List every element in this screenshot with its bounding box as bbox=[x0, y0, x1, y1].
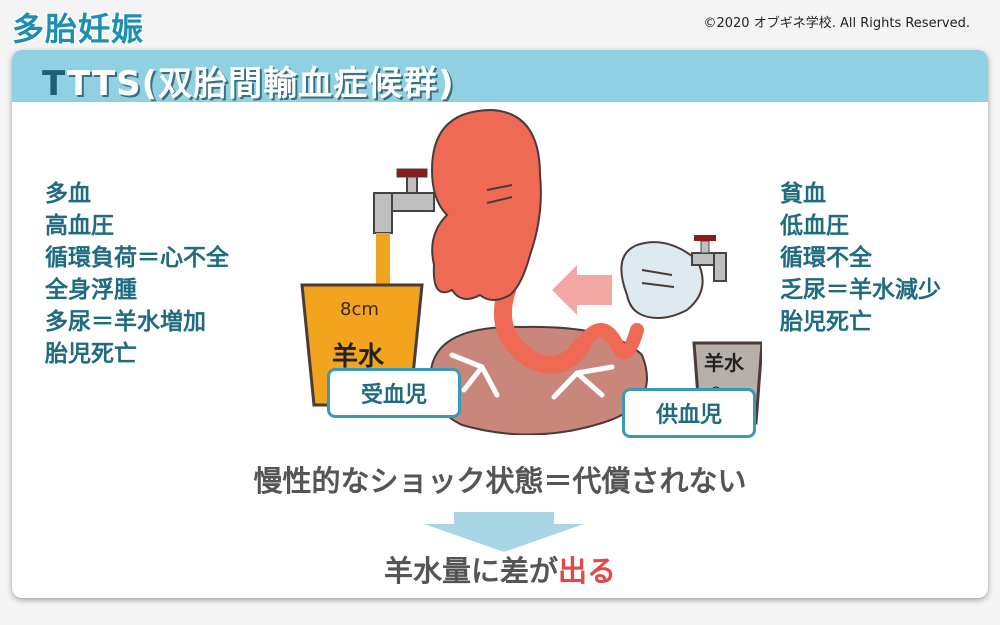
arrow-left-icon bbox=[552, 265, 612, 315]
recipient-symptom: 高血圧 bbox=[45, 213, 114, 239]
chapter-title: 多胎妊娠 bbox=[12, 10, 145, 48]
slide-title-first-letter: T bbox=[42, 64, 67, 104]
recipient-bucket-label: 羊水 bbox=[332, 341, 385, 372]
recipient-fetus bbox=[430, 108, 542, 301]
result-highlight: 出る bbox=[558, 554, 617, 588]
result-text: 羊水量に差が bbox=[383, 554, 558, 588]
slide-title-rest: TTS(双胎間輸血症候群) bbox=[66, 64, 455, 104]
shock-statement: 慢性的なショック状態＝代償されない bbox=[253, 464, 747, 498]
placenta-vessel bbox=[449, 352, 500, 398]
recipient-bucket-mark: 8cm bbox=[340, 299, 379, 320]
result-statement: 羊水量に差が出る bbox=[12, 548, 988, 590]
donor-symptom: 貧血 bbox=[780, 181, 826, 207]
donor-label: 供血児 bbox=[622, 388, 756, 438]
slide-title: TTTS(双胎間輸血症候群) bbox=[42, 56, 455, 105]
donor-bucket-label: 羊水 bbox=[704, 351, 745, 375]
arrow-down-icon bbox=[424, 512, 584, 552]
top-bar: 多胎妊娠 ©2020 オブギネ学校. All Rights Reserved. bbox=[0, 0, 1000, 48]
recipient-label: 受血児 bbox=[327, 368, 461, 418]
donor-symptom: 乏尿＝羊水減少 bbox=[780, 277, 941, 303]
recipient-eye bbox=[486, 184, 513, 204]
recipient-symptom: 全身浮腫 bbox=[45, 277, 137, 303]
placenta-vessel bbox=[551, 364, 615, 400]
recipient-symptom: 多尿＝羊水増加 bbox=[45, 309, 206, 335]
faucet-icon bbox=[373, 168, 435, 234]
donor-symptom: 胎児死亡 bbox=[780, 309, 872, 335]
donor-symptom: 循環不全 bbox=[780, 245, 872, 271]
donor-symptom: 低血圧 bbox=[780, 213, 849, 239]
recipient-symptom: 胎児死亡 bbox=[45, 341, 137, 367]
donor-fetus bbox=[620, 241, 704, 320]
donor-umbilical-cord bbox=[575, 323, 644, 360]
faucet-icon bbox=[691, 235, 727, 282]
slide-card: TTTS(双胎間輸血症候群) 多血 高血圧 循環負荷＝心不全 全身浮腫 多尿＝羊… bbox=[12, 50, 988, 598]
recipient-umbilical-cord bbox=[493, 281, 591, 374]
donor-eye bbox=[641, 269, 675, 288]
recipient-symptom: 多血 bbox=[45, 181, 91, 207]
copyright-notice: ©2020 オブギネ学校. All Rights Reserved. bbox=[703, 16, 970, 31]
donor-symptom-list: 貧血 低血圧 循環不全 乏尿＝羊水減少 胎児死亡 bbox=[780, 178, 941, 338]
recipient-symptom-list: 多血 高血圧 循環負荷＝心不全 全身浮腫 多尿＝羊水増加 胎児死亡 bbox=[45, 178, 229, 370]
slide-header: TTTS(双胎間輸血症候群) bbox=[12, 50, 988, 105]
recipient-symptom: 循環負荷＝心不全 bbox=[45, 245, 229, 271]
